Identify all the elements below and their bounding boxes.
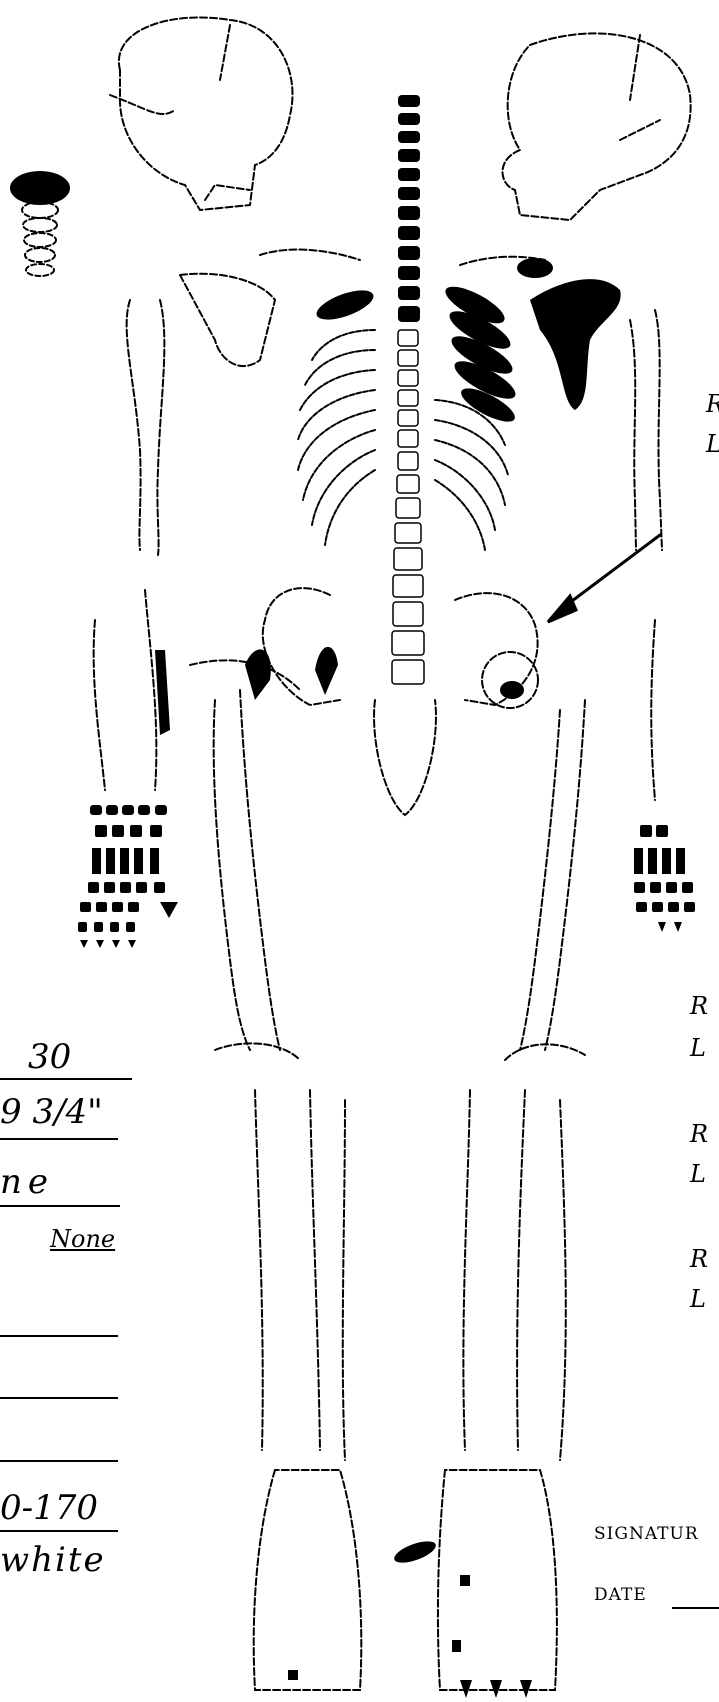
marked-talus-left (392, 1537, 439, 1567)
marked-hand-right (78, 805, 178, 948)
value-height: 9 3/4" (0, 1092, 103, 1132)
marked-rib-right (313, 284, 377, 325)
marked-scapula-left (530, 279, 621, 410)
date-label: DATE (594, 1585, 647, 1605)
underline-weight (0, 1530, 118, 1532)
marked-forearm-right (155, 650, 170, 735)
side-label-l3: L (690, 1160, 706, 1188)
marked-acetabulum-left (500, 681, 524, 699)
marked-clavicle-left (517, 258, 553, 278)
underline-age (0, 1078, 132, 1080)
side-label-l1: L (706, 430, 719, 458)
marked-vertebra-detail (10, 171, 70, 205)
blank-line-3 (0, 1460, 118, 1462)
value-age: 30 (28, 1037, 71, 1077)
signature-label: SIGNATUR (594, 1524, 699, 1544)
value-none: None (50, 1225, 115, 1253)
value-race: white (0, 1540, 106, 1580)
value-weight: 0-170 (0, 1488, 98, 1528)
side-label-l2: L (690, 1034, 706, 1062)
marked-spine-vertebrae (398, 95, 420, 322)
marked-foot-left (452, 1575, 532, 1698)
marked-pubis (315, 647, 338, 695)
date-line (672, 1607, 719, 1609)
blank-line-1 (0, 1335, 118, 1337)
value-third: ne (0, 1162, 54, 1202)
marked-foot-right (288, 1670, 298, 1680)
underline-height (0, 1138, 118, 1140)
underline-third (0, 1205, 120, 1207)
marked-ribs-left (441, 280, 520, 428)
side-label-r4: R (690, 1245, 708, 1273)
side-label-l4: L (690, 1285, 706, 1313)
side-label-r3: R (690, 1120, 708, 1148)
marked-hand-left (634, 825, 695, 932)
blank-line-2 (0, 1397, 118, 1399)
side-label-r2: R (690, 992, 708, 1020)
side-label-r1: R (706, 390, 719, 418)
marked-pelvis-right (245, 649, 271, 700)
